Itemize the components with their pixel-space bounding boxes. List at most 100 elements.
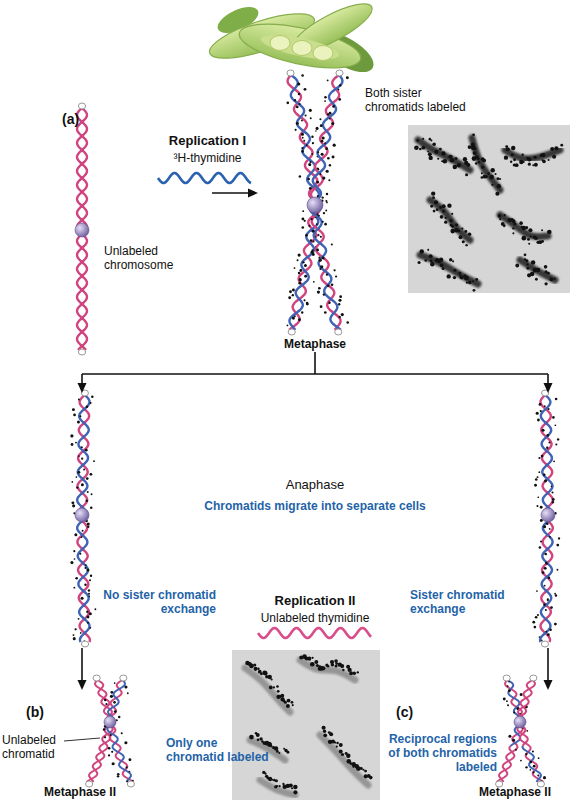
label-grain [295,129,297,131]
label-grain [78,399,80,401]
telomere-cap [81,641,88,647]
label-grain [127,692,129,694]
label-grain [544,553,547,556]
label-grain [317,291,320,294]
label-grain [311,218,313,220]
label-grain [287,325,289,327]
label-grain [90,575,92,577]
label-grain [326,273,328,275]
label-grain [541,455,544,458]
label-grain [311,136,313,138]
label-grain [292,294,294,296]
arrow-head [248,189,258,198]
label-grain [88,595,90,597]
silver-grain [437,158,439,160]
note-label: Reciprocal regions of both chromatids la… [385,732,497,774]
label-grain [81,483,84,486]
label-grain [549,629,551,631]
silver-grain [276,750,279,753]
silver-grain [496,177,499,180]
silver-grain [311,657,313,659]
label-grain [297,82,300,85]
callout-label: Unlabeled chromatid [2,733,70,761]
label-grain [542,429,545,432]
silver-grain [462,240,465,243]
label-grain [309,161,311,163]
label-grain [339,295,342,298]
silver-grain [489,175,494,180]
silver-grain [475,162,478,165]
label-grain [89,627,91,629]
arrow-line [547,648,549,680]
arrow-head [78,383,87,393]
label-grain [297,259,299,261]
label-grain [315,130,317,132]
label-grain [73,637,76,640]
silver-grain [262,670,267,675]
silver-grain [554,278,556,280]
label-grain [307,178,310,181]
silver-grain [528,163,531,166]
silver-grain [453,276,456,279]
silver-grain [353,671,356,674]
label-grain [537,419,540,422]
silver-grain [447,274,451,278]
label-grain [111,751,113,753]
label-grain [86,477,89,480]
silver-grain [513,222,516,225]
label-grain [301,147,303,149]
silver-grain [523,161,525,163]
label-grain [318,287,321,290]
silver-grain [504,214,506,216]
silver-grain [534,236,538,240]
stage-label: Anaphase [235,478,395,492]
arrow-line [314,352,316,374]
label-grain [331,122,334,125]
silver-grain [513,158,516,161]
silver-grain [286,704,290,708]
silver-grain [434,150,438,154]
silver-grain [327,665,330,668]
silver-grain [276,785,278,787]
label-grain [312,241,314,243]
silver-grain [276,695,280,699]
label-grain [87,526,89,528]
silver-grain [323,730,326,733]
stage-label: Metaphase II [455,785,575,799]
label-grain [544,405,546,407]
label-grain [89,579,91,581]
silver-grain [447,203,451,207]
label-grain [126,766,128,768]
label-grain [298,254,301,257]
label-grain [87,616,90,619]
label-grain [545,631,547,633]
label-grain [537,496,539,498]
label-grain [328,179,330,181]
label-grain [308,225,310,227]
label-grain [538,457,540,459]
label-grain [301,133,304,136]
label-grain [302,261,304,263]
arrow-head [544,680,553,690]
unlabeled-thymidine-wave [258,628,371,638]
label-grain [320,305,323,308]
silver-grain [276,685,279,688]
label-grain [555,444,557,446]
label-grain [301,150,304,153]
label-grain [317,234,319,236]
label-grain [302,137,304,139]
label-grain [548,441,550,443]
silver-grain [512,227,514,229]
label-grain [312,230,315,233]
label-grain [320,124,323,127]
label-grain [543,776,546,779]
label-grain [546,522,549,525]
label-grain [313,281,315,283]
silver-grain [429,254,433,258]
label-grain [547,633,550,636]
arrow-line [212,192,248,194]
label-grain [79,553,81,555]
silver-grain [360,767,363,770]
stage-label: Metaphase II [20,785,140,799]
silver-grain [465,244,467,246]
